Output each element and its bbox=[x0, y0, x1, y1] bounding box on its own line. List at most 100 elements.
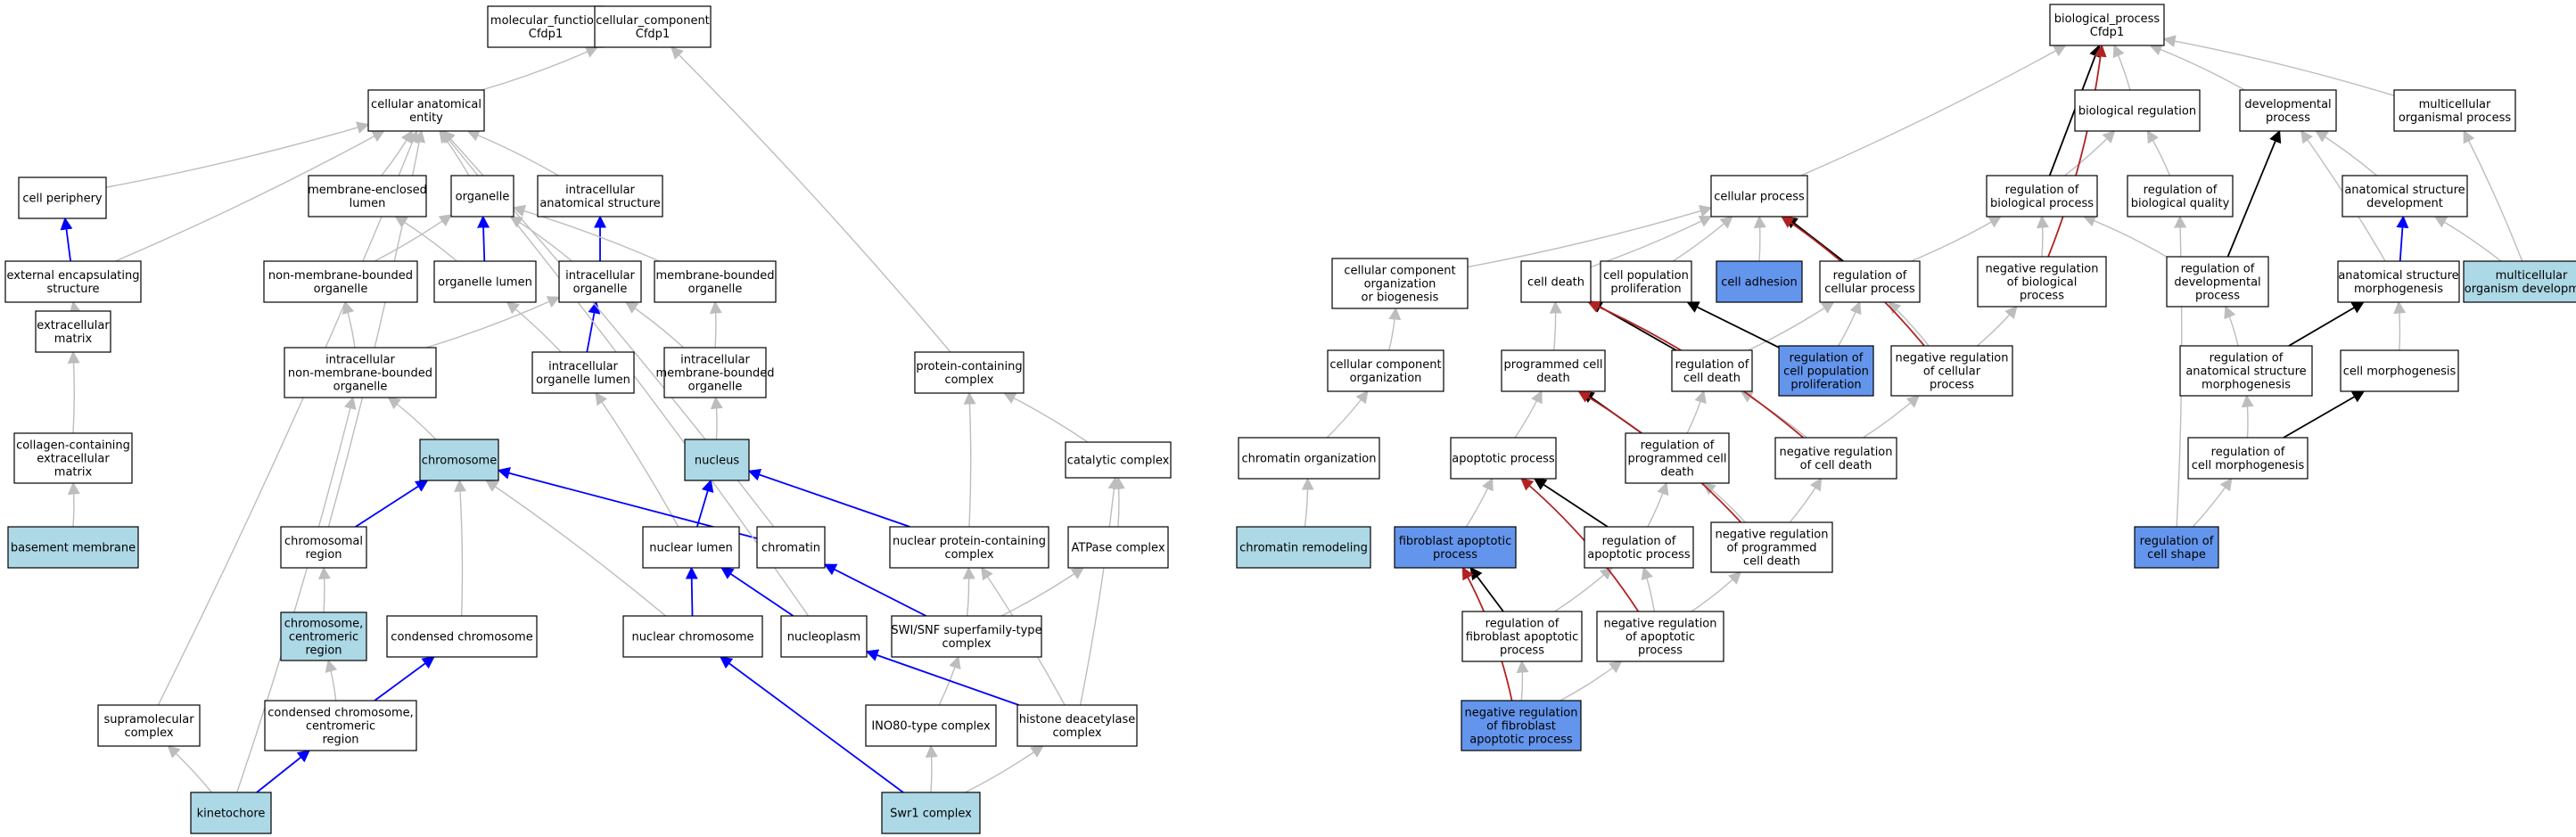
term-label-line: negative regulation bbox=[1715, 529, 1828, 542]
term-box bbox=[1394, 526, 1517, 569]
term-node-celldeath[interactable]: cell death bbox=[1520, 260, 1592, 303]
term-node-chromosome[interactable]: chromosome bbox=[419, 439, 499, 481]
term-node-swr1[interactable]: Swr1 complex bbox=[881, 792, 981, 834]
term-label-line: of cellular bbox=[1923, 365, 1981, 379]
term-label-line: cellular process bbox=[1714, 191, 1805, 204]
term-label-line: chromatin remodeling bbox=[1239, 542, 1368, 555]
edge-is-a-cellproc-to-bp bbox=[1800, 45, 2067, 176]
term-node-nucleoplasm[interactable]: nucleoplasm bbox=[780, 615, 868, 658]
term-label-line: anatomical structure bbox=[2338, 269, 2458, 283]
term-node-chromatin[interactable]: chromatin bbox=[756, 526, 826, 569]
term-node-cperiph[interactable]: cell periphery bbox=[18, 176, 107, 219]
term-node-nlumen[interactable]: nuclear lumen bbox=[642, 526, 740, 569]
term-label-line: cellular component bbox=[1344, 265, 1455, 278]
term-box bbox=[2340, 349, 2459, 392]
term-node-organelle[interactable]: organelle bbox=[450, 175, 514, 217]
term-box bbox=[1238, 437, 1380, 480]
term-node-chromorg[interactable]: chromatin organization bbox=[1238, 437, 1380, 480]
term-node-bioreg[interactable]: biological regulation bbox=[2074, 89, 2201, 132]
term-node-apoptotic[interactable]: apoptotic process bbox=[1450, 437, 1557, 480]
edge-is-a-multiproc-to-bp bbox=[2162, 35, 2395, 96]
edge-is-a-iol-to-olumen bbox=[506, 301, 562, 353]
term-label-line: cellular anatomical bbox=[371, 98, 481, 111]
term-label-line: organization bbox=[1364, 278, 1436, 291]
term-node-nucleus[interactable]: nucleus bbox=[684, 439, 750, 481]
term-node-kinetochore[interactable]: kinetochore bbox=[190, 792, 272, 834]
term-node-olumen[interactable]: organelle lumen bbox=[433, 260, 537, 303]
term-node-atpase[interactable]: ATPase complex bbox=[1067, 526, 1169, 569]
term-node-inmbo[interactable]: intracellularnon-membrane-boundedorganel… bbox=[284, 347, 437, 398]
term-label-line: biological quality bbox=[2131, 197, 2230, 210]
term-node-chromremod[interactable]: chromatin remodeling bbox=[1236, 526, 1371, 569]
term-box bbox=[4, 260, 142, 303]
edge-regulates-regcm-to-cellmorph bbox=[2283, 390, 2366, 439]
term-node-condchrom[interactable]: condensed chromosome bbox=[386, 615, 538, 658]
term-node-celladh[interactable]: cell adhesion bbox=[1716, 260, 1803, 303]
term-node-cellmorph[interactable]: cell morphogenesis bbox=[2340, 349, 2459, 392]
edge-is-a-nrfap-to-nrap bbox=[1560, 661, 1623, 702]
term-label-line: organelle bbox=[688, 381, 743, 394]
term-box bbox=[1236, 526, 1371, 569]
term-node-basement[interactable]: basement membrane bbox=[7, 526, 139, 569]
term-label-line: regulation of bbox=[1790, 352, 1864, 365]
term-node-catalytic[interactable]: catalytic complex bbox=[1065, 441, 1172, 479]
term-node-nchrom[interactable]: nuclear chromosome bbox=[622, 615, 763, 658]
term-box bbox=[2179, 345, 2313, 397]
term-label-line: cell adhesion bbox=[1721, 276, 1798, 290]
term-node-cellproc[interactable]: cellular process bbox=[1710, 175, 1808, 217]
term-label-line: anatomical structure bbox=[2185, 365, 2306, 379]
term-node-ino80[interactable]: INO80-type complex bbox=[865, 704, 997, 747]
term-label-line: lumen bbox=[350, 197, 386, 210]
